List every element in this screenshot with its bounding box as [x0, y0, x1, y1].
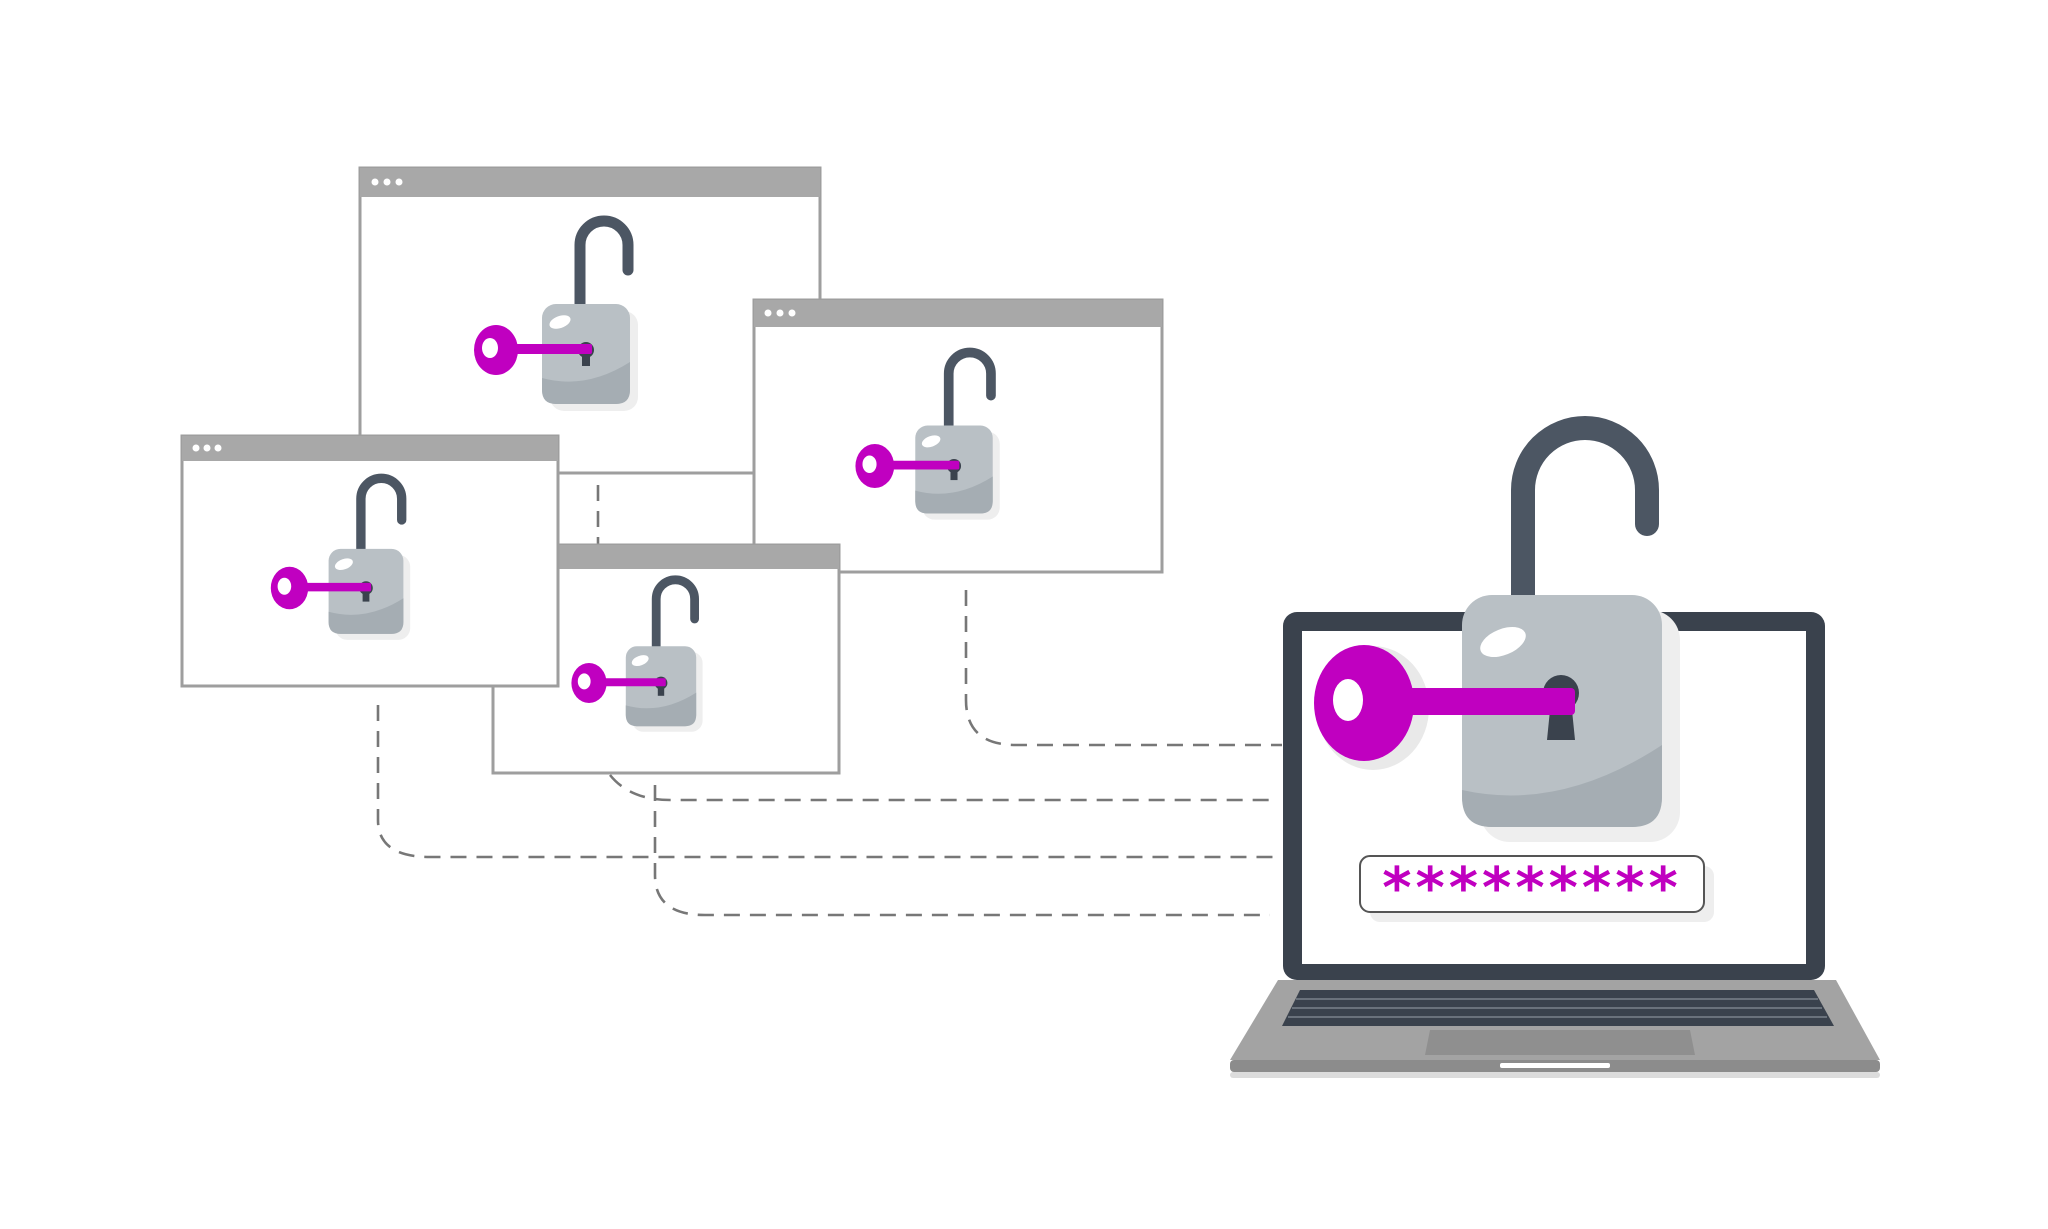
connector-lines [376, 485, 1282, 917]
connector-line [608, 774, 1270, 802]
connector-line [376, 705, 1282, 859]
window-dots-icon [192, 444, 222, 452]
password-field[interactable]: ********* [1359, 855, 1714, 922]
window-dots-icon [371, 178, 403, 186]
browser-window [180, 434, 560, 688]
connector-line [653, 785, 1270, 917]
browser-window [358, 166, 822, 475]
password-value: ********* [1382, 856, 1682, 921]
connector-line [964, 590, 1282, 747]
window-dots-icon [764, 309, 796, 317]
padlock-open-icon [1462, 416, 1680, 842]
key-icon [1314, 645, 1575, 770]
trackpad [1425, 1030, 1695, 1055]
browser-window [752, 298, 1164, 574]
